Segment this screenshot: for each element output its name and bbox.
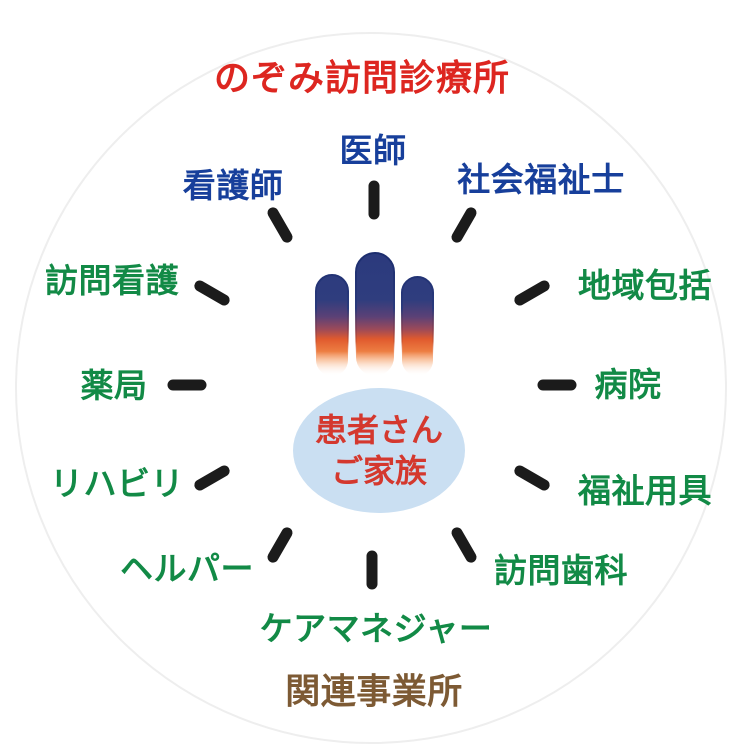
center-text-line1: 患者さん: [314, 410, 443, 449]
label-pharmacy: 薬局: [80, 366, 148, 405]
label-doctor: 医師: [339, 131, 407, 170]
spoke-dash-9: [167, 379, 207, 391]
bottom-category-label: 関連事業所: [285, 672, 463, 713]
label-social-worker: 社会福祉士: [457, 160, 625, 199]
spoke-dash-3: [537, 379, 577, 391]
spoke-dash-6: [366, 550, 378, 590]
spoke-dash-12: [368, 180, 380, 220]
hand-icon: [315, 252, 434, 377]
label-welfare-equipment: 福祉用具: [578, 471, 712, 510]
label-home-nursing: 訪問看護: [45, 261, 179, 300]
background-circle: [15, 32, 727, 744]
label-visiting-dentistry: 訪問歯科: [494, 551, 628, 590]
label-community-inclusion: 地域包括: [578, 266, 712, 305]
page-title: のぞみ訪問診療所: [213, 58, 511, 99]
label-hospital: 病院: [594, 365, 662, 404]
label-nurse: 看護師: [182, 166, 284, 205]
label-rehabilitation: リハビリ: [50, 464, 184, 503]
label-care-manager: ケアマネジャー: [259, 609, 493, 648]
center-text-line2: ご家族: [330, 451, 427, 490]
label-helper: ヘルパー: [120, 549, 254, 588]
center-ellipse: 患者さん ご家族: [293, 388, 465, 513]
